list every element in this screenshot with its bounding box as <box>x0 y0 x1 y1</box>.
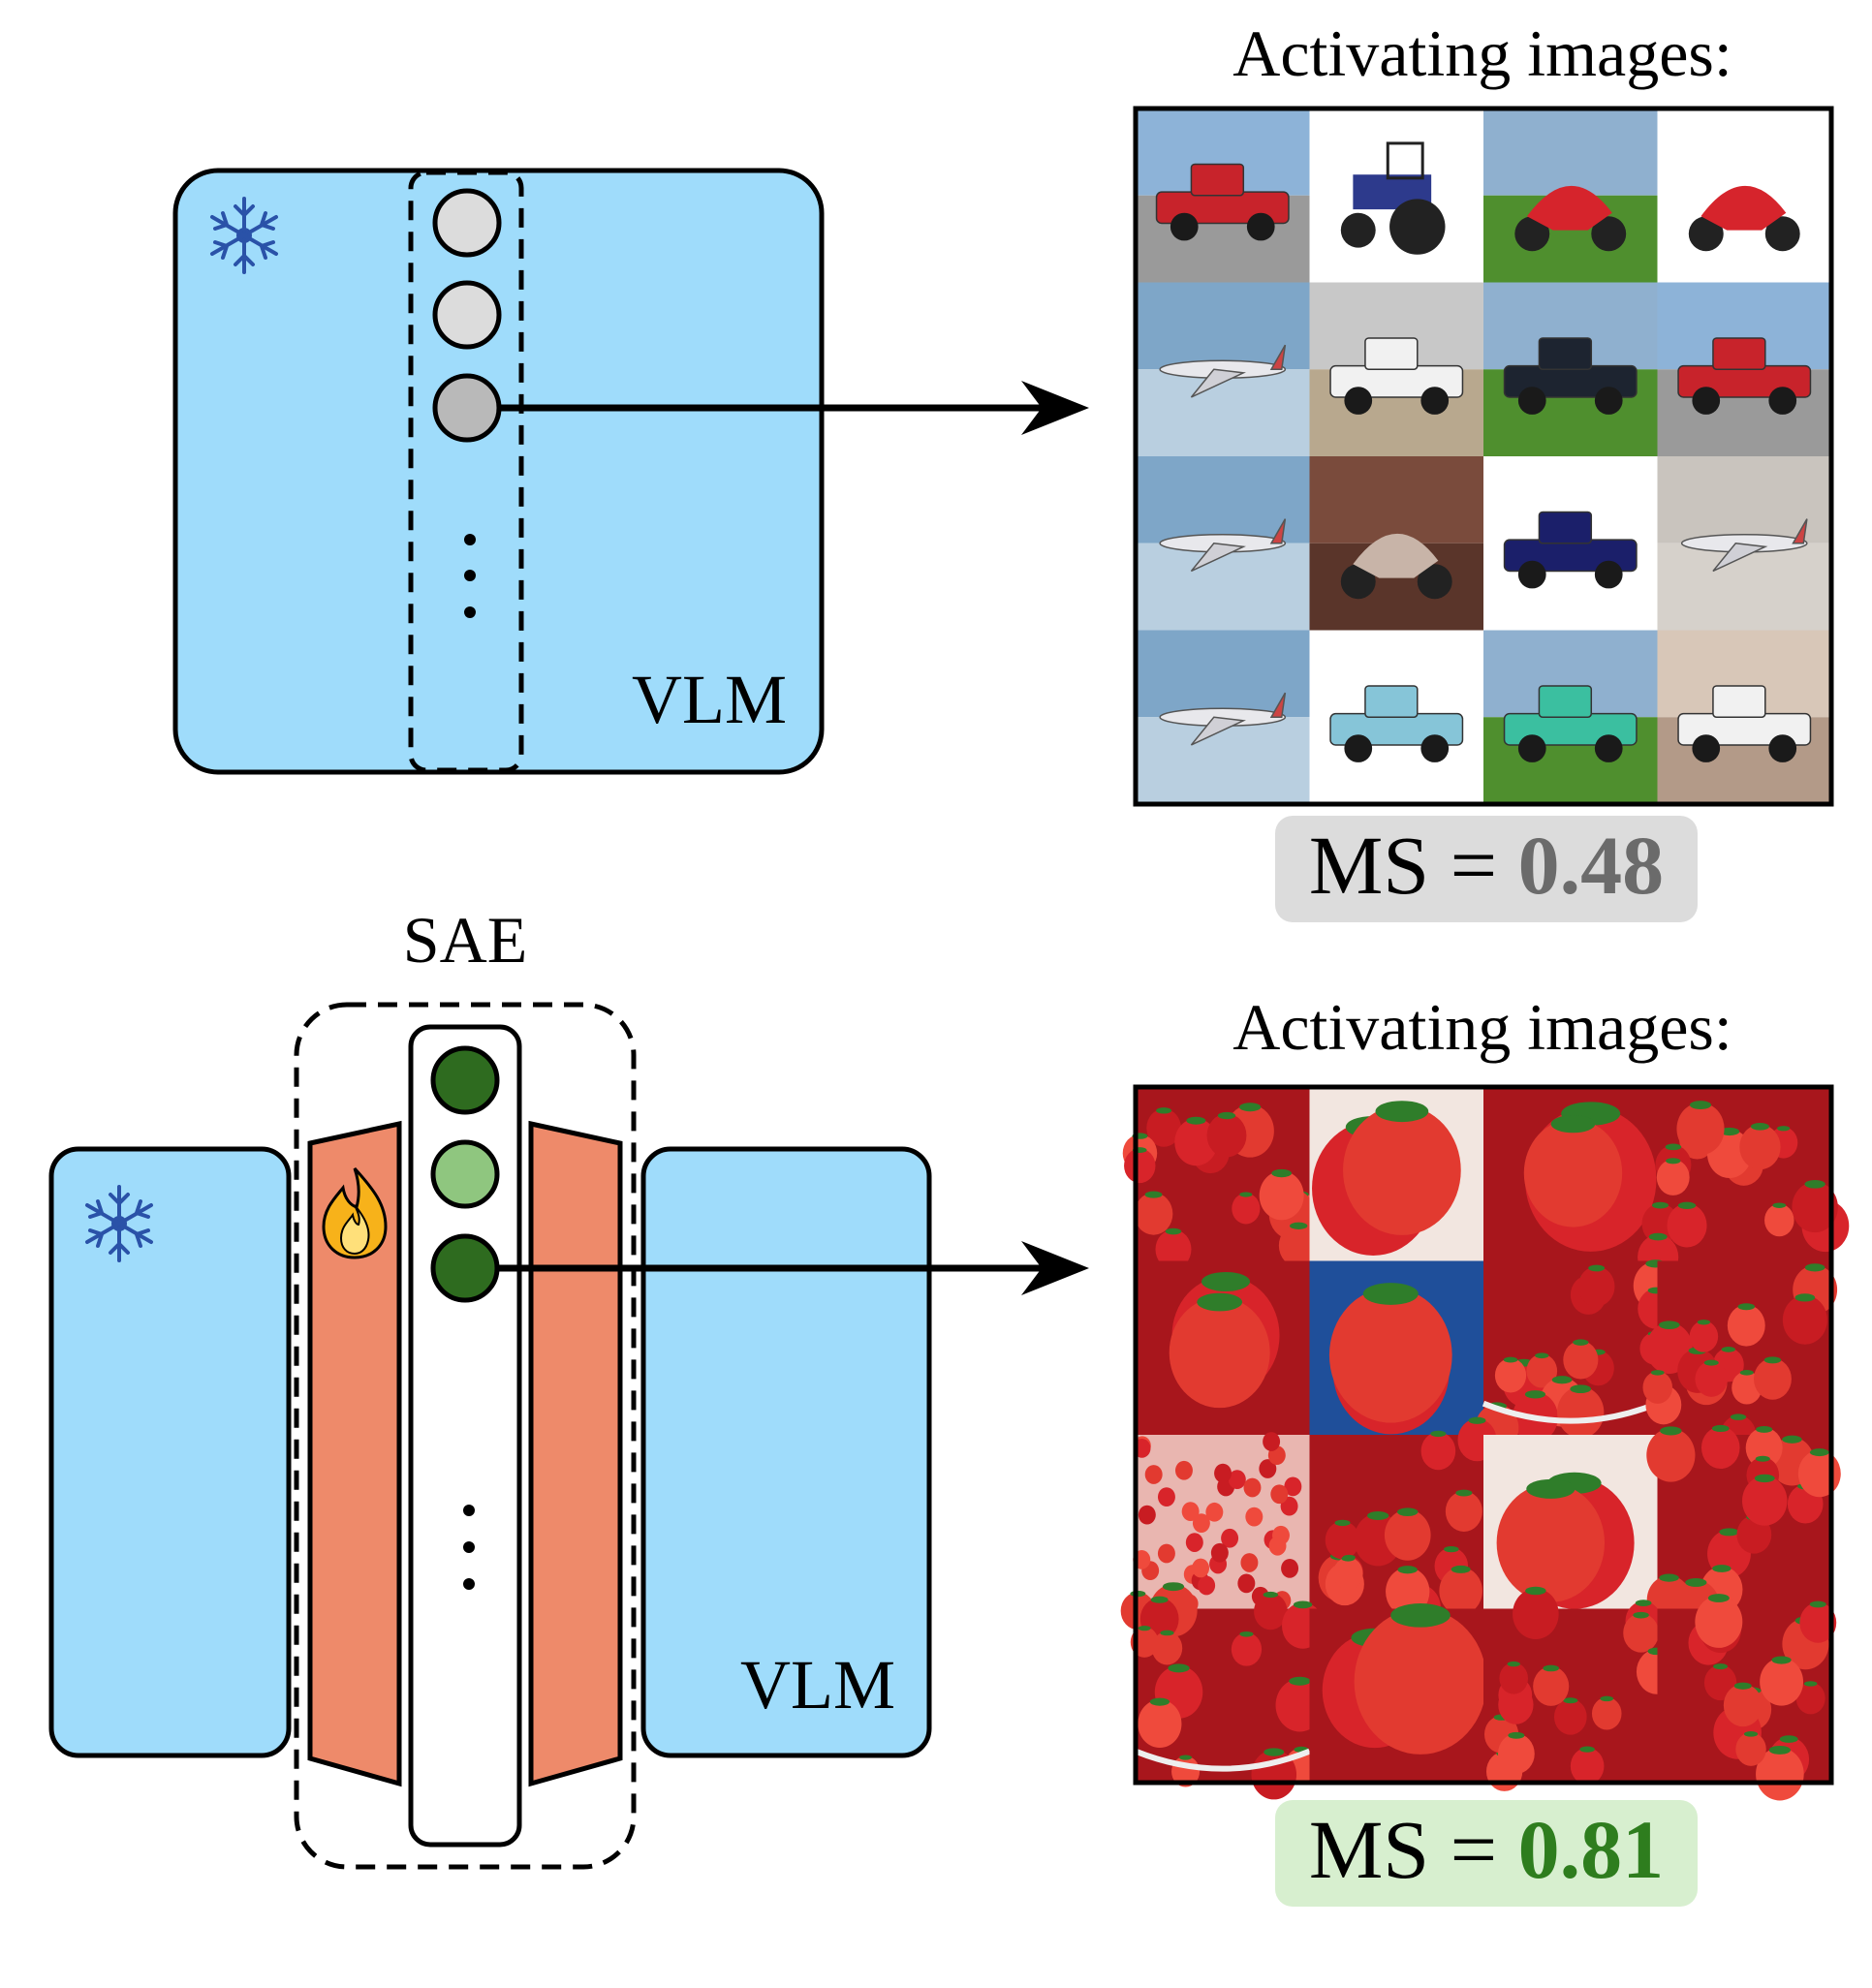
grid-image-strawberry-pile <box>1642 1260 1838 1454</box>
grid-image-red-pickup-truck <box>1657 282 1831 456</box>
grid-image-strawberry-pile <box>1483 1586 1678 1791</box>
sae-decoder <box>528 1120 623 1787</box>
sae-latent-column <box>408 1024 522 1848</box>
grid-image-strawberry-pile <box>1657 1594 1837 1801</box>
grid-image-strawberry-white-background <box>1483 1435 1658 1609</box>
sae-neuron-2 <box>430 1139 500 1209</box>
grid-image-strawberry-held <box>1136 1260 1310 1435</box>
score-badge <box>1275 816 1698 922</box>
score-label: MS = <box>1309 1803 1518 1896</box>
score-text: MS = 0.48 <box>1309 819 1664 912</box>
activating-images-grid <box>1120 1087 1850 1801</box>
grid-image-single-strawberry <box>1309 1087 1483 1261</box>
grid-image-teal-pickup-truck <box>1483 630 1658 804</box>
grid-image-blue-tractor <box>1309 109 1483 283</box>
image-grid-frame <box>1133 106 1834 807</box>
image-grid-frame <box>1133 1084 1834 1786</box>
neuron-2 <box>432 280 502 350</box>
grid-image-strawberry-pile <box>1122 1087 1319 1269</box>
score-text: MS = 0.81 <box>1309 1803 1664 1896</box>
grid-image-white-off-road-vehicle <box>1657 630 1831 804</box>
grid-image-strawberry-pile <box>1309 1416 1497 1632</box>
grid-image-red-scooter <box>1657 109 1831 283</box>
sae-label: SAE <box>403 903 527 977</box>
grid-image-strawberry-seeds-closeup <box>1309 1603 1487 1783</box>
bottom-panel: SAE VLM Activating images: MS = 0.81 <box>48 903 1850 1907</box>
grid-image-strawberries-on-plant <box>1638 1087 1850 1280</box>
neuron-1 <box>432 188 502 258</box>
neuron-column <box>408 170 524 773</box>
grid-image-black-car-on-grass <box>1483 282 1658 456</box>
score-badge <box>1275 1800 1698 1907</box>
grid-image-blue-toy-car <box>1309 630 1483 804</box>
vlm-block-left <box>48 1146 292 1758</box>
grid-image-red-scooter-on-grass <box>1483 109 1658 283</box>
vlm-block-right <box>640 1146 932 1758</box>
neuron-3 <box>432 373 502 443</box>
grid-image-strawberry-pile <box>1646 1424 1841 1633</box>
score-value: 0.48 <box>1518 819 1665 912</box>
grid-image-vintage-motorcycle <box>1309 456 1483 631</box>
grid-image-airplane-in-sky <box>1136 282 1310 456</box>
grid-image-white-pickup-truck <box>1309 282 1483 456</box>
grid-image-strawberry-rows <box>1133 1432 1310 1614</box>
sae-neuron-3 <box>430 1233 500 1303</box>
grid-image-strawberry-blue-background <box>1309 1260 1483 1435</box>
sae-encoder <box>307 1120 402 1787</box>
grid-image-airplane-in-blue-sky <box>1136 630 1310 804</box>
top-panel: VLM Activating images: MS = 0.48 <box>172 16 1834 922</box>
fire-icon <box>322 1166 388 1259</box>
activating-images-grid <box>1136 109 1831 804</box>
model-label: VLM <box>632 661 787 738</box>
score-value: 0.81 <box>1518 1803 1665 1896</box>
grid-image-strawberries-in-bowl <box>1475 1259 1678 1452</box>
grid-title: Activating images: <box>1232 16 1732 90</box>
grid-image-strawberries-in-dish <box>1120 1582 1325 1800</box>
grid-image-airplane-landing <box>1136 456 1310 631</box>
model-label: VLM <box>740 1646 895 1724</box>
score-label: MS = <box>1309 819 1518 912</box>
grid-image-airplane-in-haze <box>1657 456 1831 631</box>
grid-image-red-pickup-truck <box>1136 109 1310 283</box>
ellipsis-dots <box>463 1505 475 1590</box>
sae-boundary <box>294 1002 637 1870</box>
grid-image-dark-blue-van <box>1483 456 1658 631</box>
grid-title: Activating images: <box>1232 990 1732 1064</box>
grid-image-strawberry-closeup <box>1483 1087 1658 1261</box>
sae-neuron-1 <box>430 1045 500 1115</box>
ellipsis-dots <box>464 534 476 618</box>
